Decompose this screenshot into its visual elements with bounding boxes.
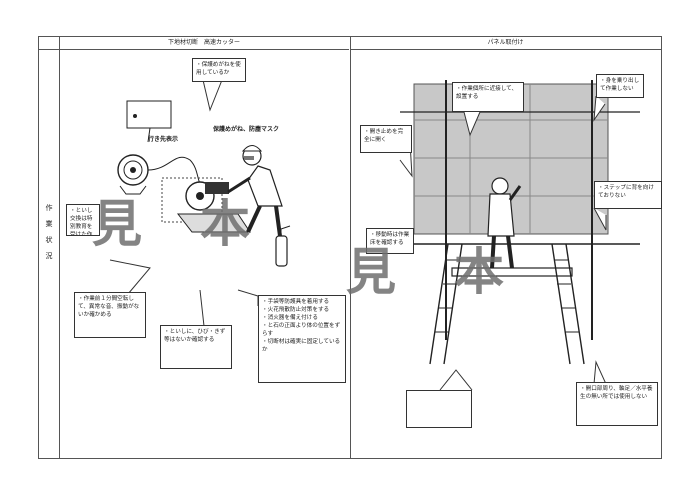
- callout-fire-protection: ・手袋等防護具を着用する ・火花飛散防止対策をする ・消火器を備え付ける ・と石…: [258, 295, 346, 383]
- right-column-title: パネル取付け: [350, 37, 661, 50]
- row-label-char: 状: [45, 236, 53, 244]
- callout-safety-glasses: ・保護めがねを使用しているか: [192, 58, 246, 82]
- watermark-sample-right: 見 本: [346, 243, 508, 301]
- callout-check-floor: ・移動時は作業床を確認する: [366, 228, 414, 254]
- row-label-work-status: 作 業 状 況: [39, 197, 59, 267]
- callout-no-leaning: ・身を乗り出して作業しない: [596, 74, 644, 98]
- callout-face-steps: ・ステップに背を向けておりない: [594, 181, 662, 209]
- callout-wheel-crack-check: ・といしに、ひび・きず等はないか確認する: [160, 325, 232, 369]
- header-corner: [39, 37, 59, 50]
- row-label-char: 作: [45, 204, 53, 212]
- destination-label: 行き先表示: [148, 136, 179, 143]
- row-label-char: 況: [45, 252, 53, 260]
- work-sheet: 下地材切断 高速カッター パネル取付け 作 業 状 況: [38, 36, 662, 459]
- mask-label: 保護めがね、防塵マスク: [213, 126, 280, 133]
- callout-opening-area: ・開口部周り、軸足／水平養生の無い所では使用しない: [576, 382, 658, 426]
- row-label-char: 業: [45, 220, 53, 228]
- column-divider-left: [59, 37, 60, 458]
- callout-wheel-change: ・といし交換は特別教育を受けた作業者が実施しているか: [66, 204, 100, 236]
- watermark-sample-left: 見 本: [92, 195, 254, 253]
- callout-empty: [406, 390, 472, 428]
- callout-idle-run-check: ・作業前１分間空転して、異常な音、振動がないか確かめる: [74, 292, 146, 338]
- left-column-title: 下地材切断 高速カッター: [59, 37, 349, 50]
- callout-open-stopper: ・開き止めを完全に開く: [360, 125, 412, 153]
- callout-place-near-work: ・作業個所に近接して、設置する: [452, 82, 524, 112]
- column-divider-center: [350, 37, 351, 458]
